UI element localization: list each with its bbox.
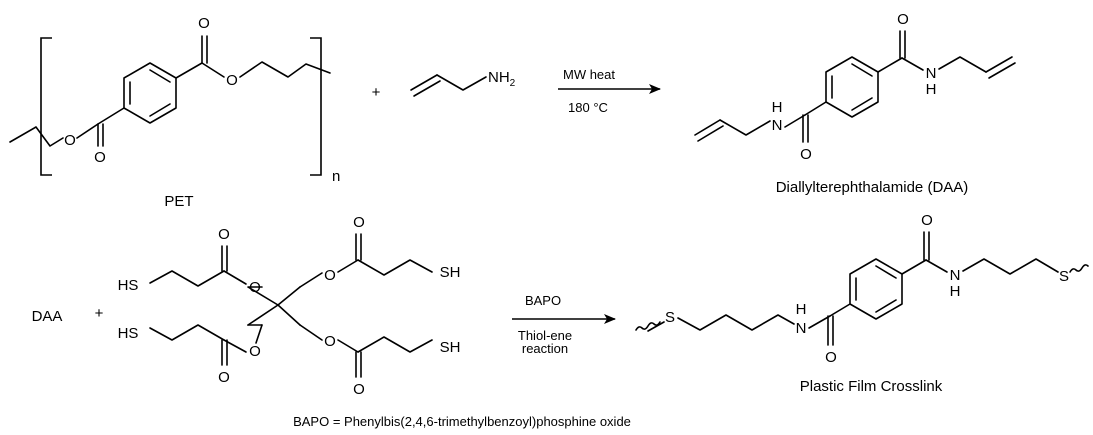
daa-structure: N H O O N H bbox=[694, 11, 1016, 163]
wavy-bond-right bbox=[1069, 264, 1089, 273]
reaction2-condition-above: BAPO bbox=[525, 293, 561, 308]
crosslink-structure: S N H O O N H S bbox=[635, 212, 1089, 366]
left-bracket bbox=[40, 37, 52, 176]
allylamine-nh: NH2 bbox=[488, 69, 516, 89]
bapo-footnote: BAPO = Phenylbis(2,4,6-trimethylbenzoyl)… bbox=[293, 414, 631, 429]
reaction2-arrow: BAPO Thiol-ene reaction bbox=[512, 293, 616, 356]
crosslink-oxygen-top: O bbox=[921, 212, 933, 229]
thiol-sh-4: SH bbox=[440, 339, 461, 356]
crosslink-label: Plastic Film Crosslink bbox=[800, 378, 943, 395]
right-bracket bbox=[310, 37, 322, 176]
thiol-carbonyl-oxygen-1: O bbox=[218, 226, 230, 243]
tetrathiol-structure: O O HS O O SH O O HS O O SH bbox=[118, 214, 461, 398]
thiol-sh-3: HS bbox=[118, 325, 139, 342]
pet-carbonyl-oxygen-bottom: O bbox=[94, 149, 106, 166]
daa-benzene-ring bbox=[825, 56, 879, 118]
crosslink-hydrogen-left: H bbox=[796, 301, 807, 318]
pet-repeat-index: n bbox=[332, 168, 340, 185]
thiol-sh-1: HS bbox=[118, 277, 139, 294]
crosslink-hydrogen-right: H bbox=[950, 283, 961, 300]
reaction1-condition-above: MW heat bbox=[563, 67, 615, 82]
crosslink-nitrogen-right: N bbox=[950, 267, 961, 284]
pet-carbonyl-oxygen-top: O bbox=[198, 15, 210, 32]
thiol-ester-oxygen-3: O bbox=[249, 343, 261, 360]
thiol-carbonyl-oxygen-3: O bbox=[218, 369, 230, 386]
daa-oxygen-top: O bbox=[897, 11, 909, 28]
daa-label: Diallylterephthalamide (DAA) bbox=[776, 179, 969, 196]
thiol-ester-oxygen-4: O bbox=[324, 333, 336, 350]
reaction1-plus: + bbox=[372, 84, 381, 101]
thiol-sh-2: SH bbox=[440, 264, 461, 281]
thiol-carbonyl-oxygen-2: O bbox=[353, 214, 365, 231]
crosslink-oxygen-bottom: O bbox=[825, 349, 837, 366]
reaction2-condition-below-line1: Thiol-ene bbox=[518, 328, 572, 343]
daa-hydrogen-left: H bbox=[772, 99, 783, 116]
thiol-ester-oxygen-2: O bbox=[324, 267, 336, 284]
crosslink-sulfur-left: S bbox=[665, 309, 675, 326]
thiol-ester-oxygen-1: O bbox=[249, 279, 261, 296]
daa-hydrogen-right: H bbox=[926, 81, 937, 98]
wavy-bond-left bbox=[635, 321, 661, 331]
pet-benzene-ring bbox=[123, 62, 177, 124]
reaction2-plus: + bbox=[95, 305, 104, 322]
reaction2-reactant-daa: DAA bbox=[32, 308, 63, 325]
thiol-carbonyl-oxygen-4: O bbox=[353, 381, 365, 398]
reaction1-arrow: MW heat 180 °C bbox=[558, 67, 661, 115]
crosslink-nitrogen-left: N bbox=[796, 320, 807, 337]
crosslink-benzene-ring bbox=[849, 258, 903, 320]
daa-nitrogen-left: N bbox=[772, 117, 783, 134]
reaction2-condition-below-line2: reaction bbox=[522, 341, 568, 356]
crosslink-sulfur-right: S bbox=[1059, 268, 1069, 285]
reaction1-condition-below: 180 °C bbox=[568, 100, 608, 115]
daa-oxygen-bottom: O bbox=[800, 146, 812, 163]
pet-ester-oxygen-right: O bbox=[226, 72, 238, 89]
pet-ester-oxygen-left: O bbox=[64, 132, 76, 149]
pet-structure: O O O O n bbox=[9, 15, 340, 185]
allylamine-structure: NH2 bbox=[410, 69, 516, 97]
pet-label: PET bbox=[164, 193, 193, 210]
daa-nitrogen-right: N bbox=[926, 65, 937, 82]
